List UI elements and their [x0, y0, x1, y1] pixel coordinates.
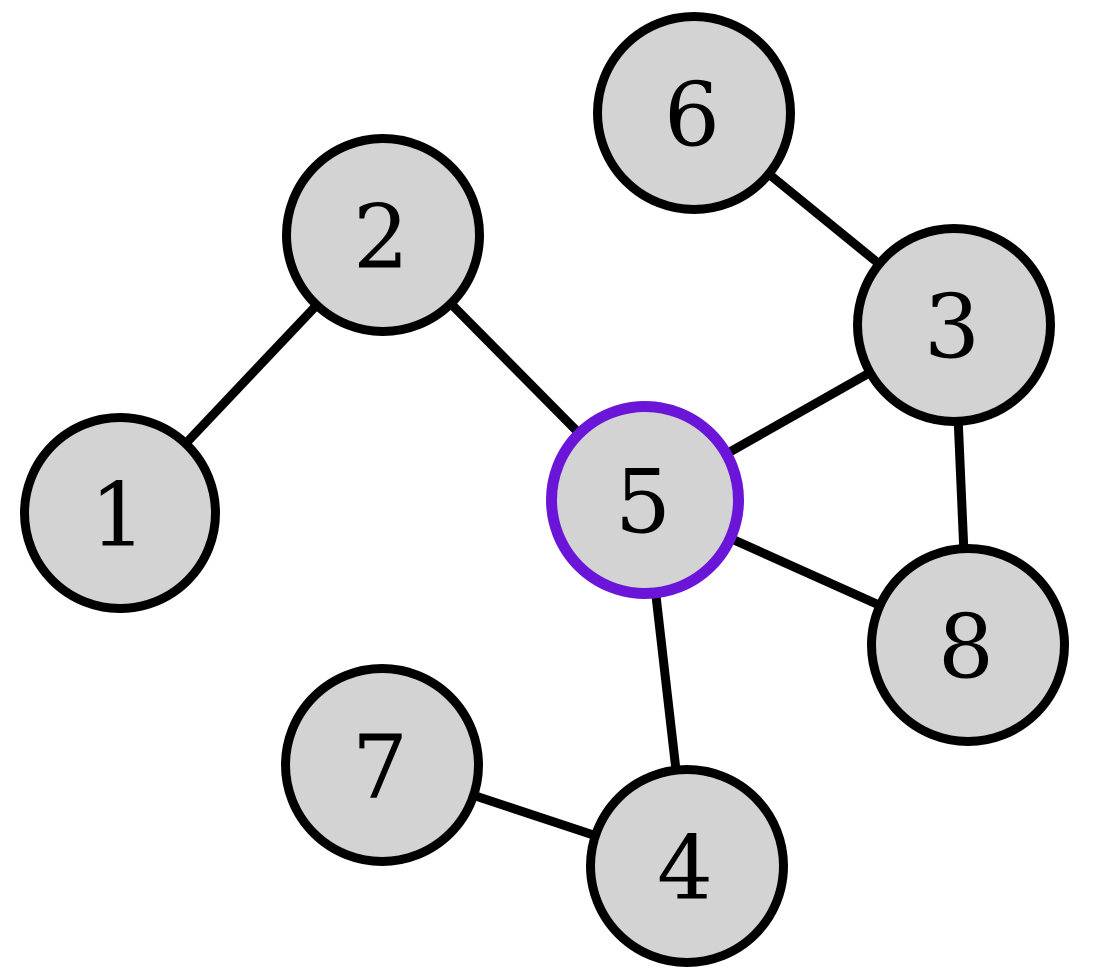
- graph-node-circle-3[interactable]: [853, 224, 1055, 426]
- graph-node-circle-7[interactable]: [281, 664, 483, 866]
- graph-edge-1-2[interactable]: [184, 303, 319, 445]
- graph-node-8[interactable]: 8: [867, 544, 1069, 746]
- graph-edge-2-5[interactable]: [449, 302, 581, 435]
- graph-node-circle-5[interactable]: [546, 401, 744, 599]
- edges-layer: [184, 172, 969, 840]
- graph-node-circle-1[interactable]: [20, 413, 220, 613]
- graph-edge-5-3[interactable]: [727, 369, 871, 457]
- graph-edge-7-4[interactable]: [474, 791, 595, 840]
- graph-node-circle-8[interactable]: [867, 544, 1069, 746]
- graph-edge-5-8[interactable]: [731, 535, 880, 609]
- graph-edge-5-4[interactable]: [651, 595, 681, 769]
- graph-edge-6-3[interactable]: [767, 172, 881, 266]
- graph-node-7[interactable]: 7: [281, 664, 483, 866]
- graph-node-4[interactable]: 4: [586, 765, 788, 967]
- graph-node-circle-4[interactable]: [586, 765, 788, 967]
- graph-node-6[interactable]: 6: [593, 12, 795, 214]
- graph-edge-3-8[interactable]: [953, 423, 969, 547]
- graph-node-2[interactable]: 2: [282, 134, 484, 336]
- graph-node-1[interactable]: 1: [20, 413, 220, 613]
- graph-node-circle-2[interactable]: [282, 134, 484, 336]
- graph-node-5[interactable]: 5: [546, 401, 744, 599]
- graph-node-3[interactable]: 3: [853, 224, 1055, 426]
- graph-node-circle-6[interactable]: [593, 12, 795, 214]
